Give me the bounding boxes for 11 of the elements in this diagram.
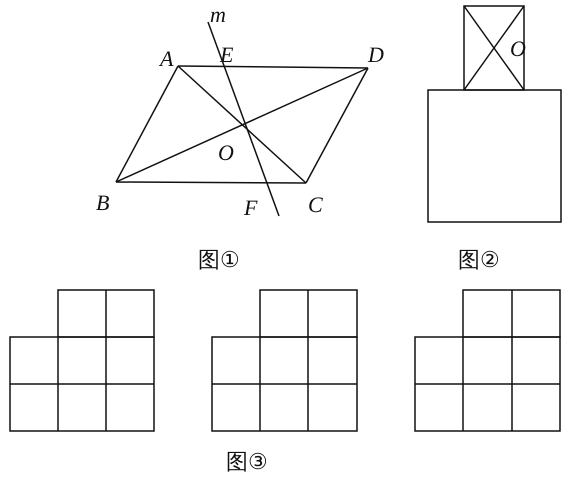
point-label: F	[244, 197, 258, 219]
point-label: B	[96, 192, 110, 214]
point-label: C	[308, 194, 323, 216]
figure-caption: 图③	[226, 452, 268, 474]
figure-caption: 图①	[198, 250, 240, 272]
point-label: O	[218, 142, 234, 164]
line-label: m	[210, 4, 226, 26]
point-label: A	[160, 48, 174, 70]
point-label: D	[368, 44, 384, 66]
point-label: E	[220, 44, 234, 66]
figure-caption: 图②	[458, 250, 500, 272]
